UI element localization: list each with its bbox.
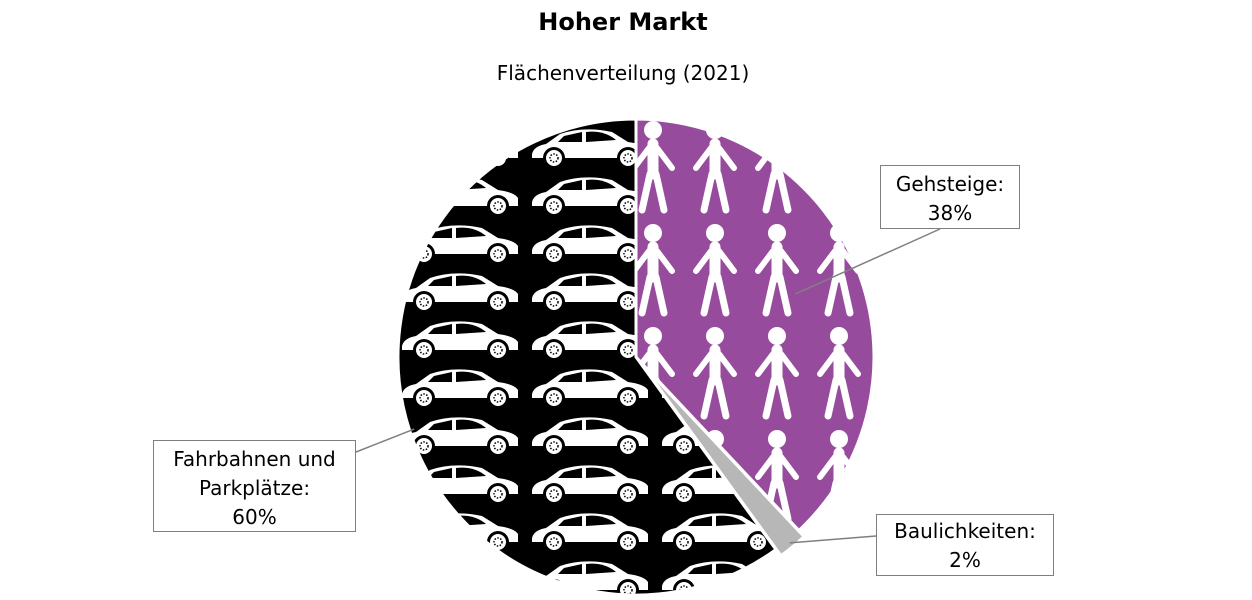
slice-label-box: Fahrbahnen und Parkplätze: 60% [153,440,356,532]
slice-label-box: Baulichkeiten: 2% [876,514,1054,576]
pie-slices [396,117,876,597]
slice-baulichkeiten [639,362,807,558]
chart-subtitle: Flächenverteilung (2021) [496,61,750,85]
slice-value: 2% [949,548,981,572]
leader-lines [355,228,941,544]
slice-label-box: Gehsteige: 38% [880,165,1020,229]
slice-value: 60% [232,505,277,529]
slice-label: Gehsteige: [895,172,1005,196]
slice-gehsteige [634,117,876,533]
leader-line [789,535,877,544]
leader-line [795,228,941,295]
leader-line [355,428,415,453]
chart-title: Hoher Markt [538,8,708,36]
slice-label: Baulichkeiten: [894,519,1036,543]
slice-label: Fahrbahnen und Parkplätze: [173,447,336,500]
slice-value: 38% [927,201,973,225]
